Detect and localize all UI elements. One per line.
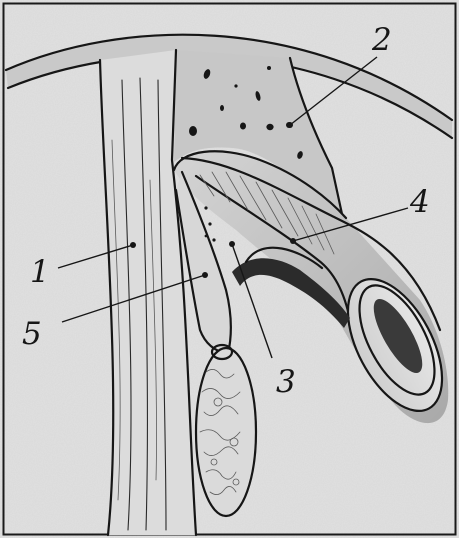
leader-4-dot [290, 238, 296, 244]
label-3: 3 [276, 364, 296, 400]
leader-5-dot [202, 272, 208, 278]
label-2: 2 [371, 22, 392, 58]
label-4: 4 [409, 184, 430, 220]
leader-2-dot [287, 122, 293, 128]
label-1: 1 [30, 254, 50, 290]
label-5: 5 [22, 316, 42, 352]
leader-3-dot [229, 241, 235, 247]
leader-1-dot [130, 242, 136, 248]
